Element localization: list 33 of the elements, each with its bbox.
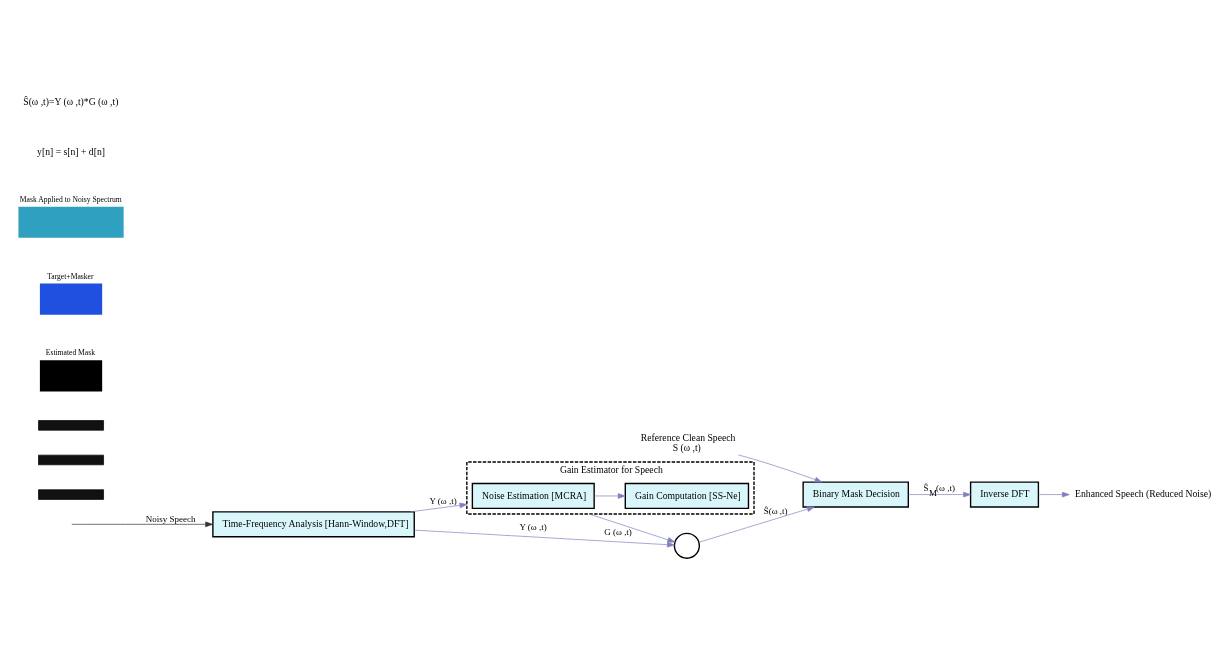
label: y[n] = s[n] + d[n] bbox=[37, 145, 105, 157]
arrow bbox=[588, 513, 676, 542]
node-box bbox=[18, 206, 124, 238]
node-label: Estimated Mask bbox=[45, 347, 96, 357]
node-circle bbox=[673, 532, 701, 559]
node-box: Binary Mask Decision bbox=[802, 480, 909, 508]
arrow bbox=[1038, 491, 1070, 497]
node-box bbox=[39, 359, 103, 391]
edge-label: Y (ω ,t) bbox=[429, 495, 457, 506]
node-bar bbox=[38, 488, 104, 500]
edge-label: Ŝ(ω ,t) bbox=[763, 505, 788, 516]
label: Ŝ(ω ,t)=Y (ω ,t)*G (ω ,t) bbox=[23, 95, 119, 107]
node-text: Enhanced Speech (Reduced Noise) bbox=[1075, 487, 1212, 499]
node-text: Reference Clean Speech S (ω ,t) bbox=[640, 431, 736, 453]
arrow bbox=[410, 502, 468, 512]
node-box: Noise Estimation [MCRA] bbox=[471, 482, 595, 509]
node-box: Gain Computation [SS-Ne] bbox=[624, 482, 750, 509]
arrow bbox=[698, 505, 815, 543]
arrow bbox=[71, 521, 213, 527]
edge-label: Y (ω ,t) bbox=[519, 521, 547, 532]
node-box bbox=[39, 283, 103, 315]
node-bar bbox=[38, 454, 104, 465]
edge-label: G (ω ,t) bbox=[604, 526, 632, 537]
node-bar bbox=[38, 419, 104, 431]
arrow bbox=[908, 491, 971, 497]
arrow bbox=[594, 492, 626, 499]
node-box: Time-Frequency Analysis [Hann-Window,DFT] bbox=[212, 510, 415, 537]
edge-label: Noisy Speech bbox=[145, 513, 196, 524]
node-label: Mask Applied to Noisy Spectrum bbox=[19, 194, 122, 204]
node-label: Target+Masker bbox=[47, 271, 94, 281]
arrow bbox=[414, 529, 675, 547]
node-box: Inverse DFT bbox=[969, 480, 1040, 508]
arrow bbox=[738, 454, 823, 482]
